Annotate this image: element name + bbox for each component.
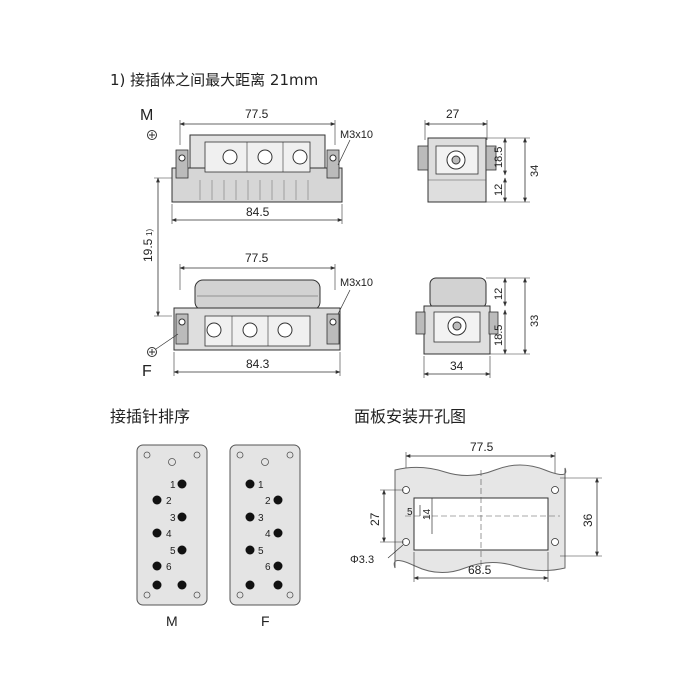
max-distance-note: 1) 接插体之间最大距离 21mm: [110, 71, 319, 89]
contact-openings-f: [206, 316, 293, 346]
pin-m-2: 2: [166, 496, 172, 507]
pin-layout-m: 1 2 3 4 5 6 M: [136, 444, 208, 629]
pin-m-5: 5: [170, 546, 176, 557]
panel-cutout-title: 面板安装开孔图: [354, 407, 467, 426]
dim-cutout-hole: Φ3.3: [350, 554, 374, 566]
dim-top-front-bottom: 84.5: [246, 205, 270, 219]
dim-gap-note: 1): [145, 229, 154, 236]
screw-label-bottom: M3x10: [340, 277, 373, 289]
pin-f-2: 2: [265, 496, 271, 507]
dim-bottom-front-bottom: 84.3: [246, 357, 270, 371]
top-front-view: M 77.5: [140, 107, 373, 224]
label-m: M: [140, 107, 153, 124]
dim-top-side-b: 12: [493, 184, 505, 196]
dim-top-side-total: 34: [529, 165, 541, 177]
pin-m-3: 3: [170, 513, 176, 524]
pin-layout-f-label: F: [261, 613, 270, 629]
pin-f-5: 5: [258, 546, 264, 557]
contact-openings-m: [222, 142, 308, 172]
pin-m-1: 1: [170, 480, 176, 491]
dim-cutout-mid: 14: [422, 508, 433, 520]
dim-bottom-side-total: 33: [529, 315, 541, 327]
ground-symbol-m: [147, 130, 157, 140]
ground-symbol-f: [147, 333, 179, 357]
pin-layout-m-label: M: [166, 613, 178, 629]
pin-f-4: 4: [265, 529, 271, 540]
panel-cutout-diagram: 77.5 27 5 14 36 Φ3.3 68.5: [350, 440, 602, 582]
top-side-view: 27 18.5 12 34: [417, 107, 541, 203]
gap-dimension: 19.5 1): [141, 177, 172, 317]
dim-cutout-outer-height: 36: [581, 513, 595, 527]
dim-top-side-width: 27: [446, 107, 460, 121]
dim-cutout-top: 77.5: [470, 440, 494, 454]
dim-cutout-small: 5: [407, 507, 413, 518]
pin-m-4: 4: [166, 529, 172, 540]
dim-top-side-a: 18.5: [493, 147, 505, 168]
bottom-front-view: 77.5 M3x10 F: [142, 251, 373, 380]
pin-layout-f: 1 2 3 4 5 6 F: [229, 444, 301, 629]
pin-f-1: 1: [258, 480, 264, 491]
pin-m-6: 6: [166, 562, 172, 573]
pin-f-6: 6: [265, 562, 271, 573]
dim-top-front-width: 77.5: [245, 107, 269, 121]
pin-f-3: 3: [258, 513, 264, 524]
dim-bottom-side-b: 18.5: [493, 325, 505, 346]
dim-bottom-side-width: 34: [450, 359, 464, 373]
screw-label-top: M3x10: [340, 129, 373, 141]
dim-bottom-side-a: 12: [493, 288, 505, 300]
label-f: F: [142, 363, 152, 380]
dim-bottom-front-width: 77.5: [245, 251, 269, 265]
dim-cutout-inner-height: 27: [368, 512, 382, 526]
pin-order-title: 接插针排序: [110, 407, 191, 426]
dim-gap: 19.5: [141, 238, 155, 262]
dim-cutout-bottom: 68.5: [468, 563, 492, 577]
bottom-side-view: 12 18.5 33 34: [415, 277, 541, 378]
